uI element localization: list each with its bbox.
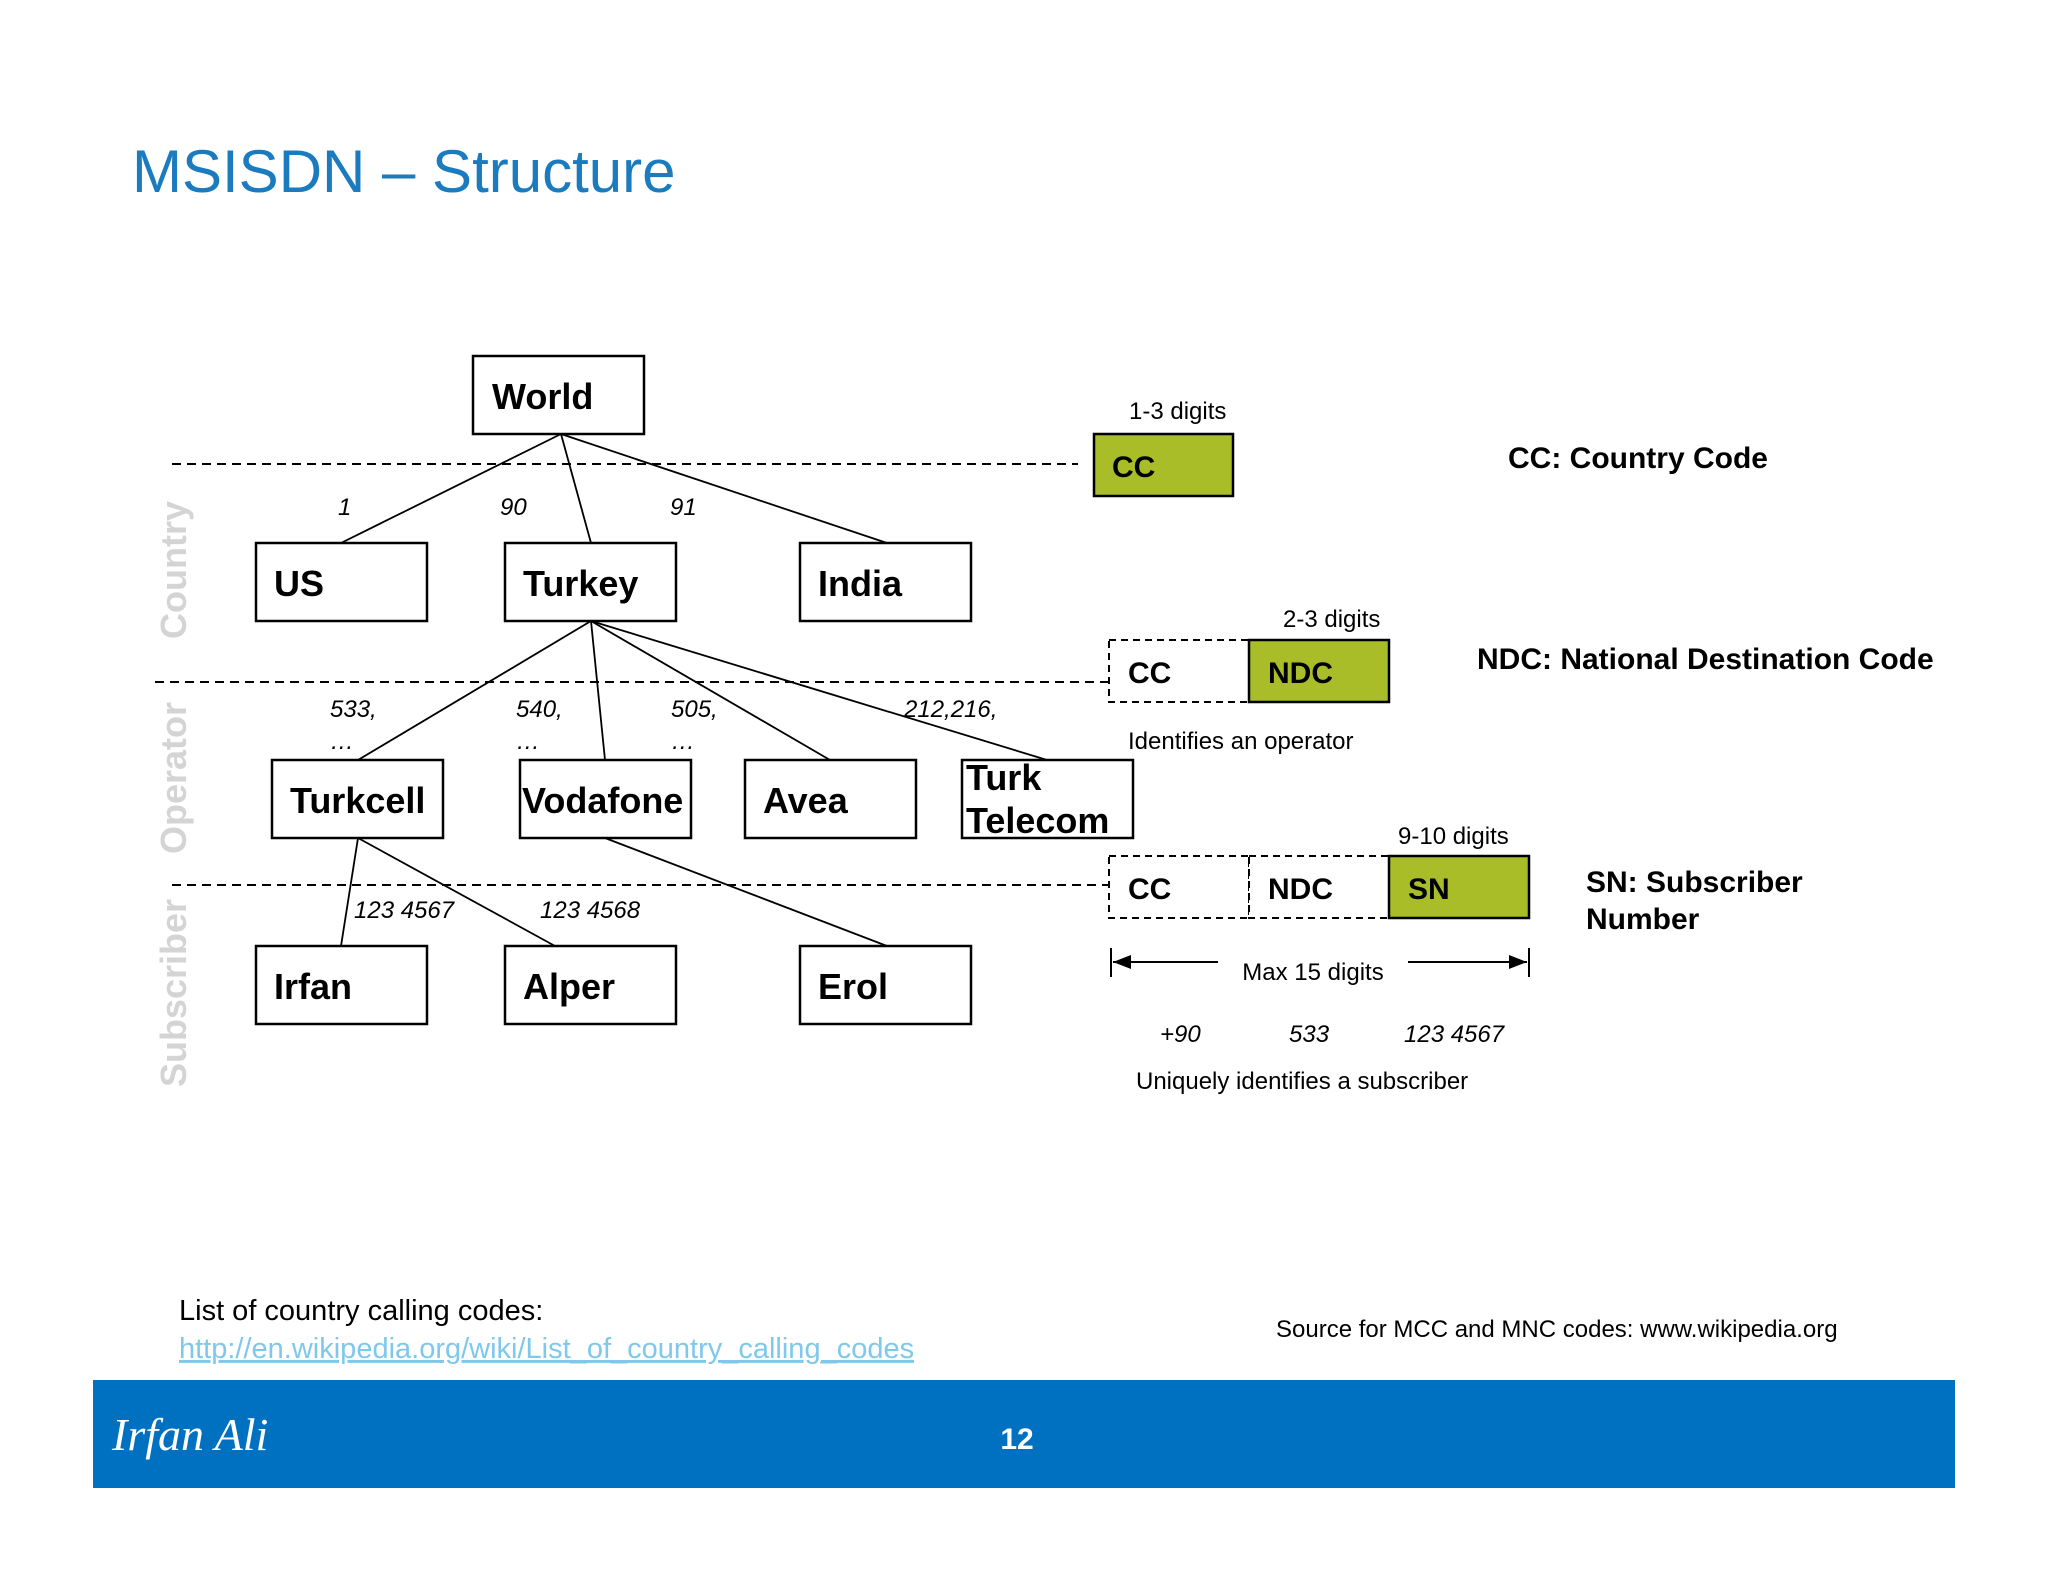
node-irfan: Irfan — [254, 944, 429, 1026]
segment-cc-row2: CC — [1108, 639, 1250, 703]
arrow-left-head-icon — [1113, 955, 1131, 969]
source-note: Source for MCC and MNC codes: www.wikipe… — [1276, 1316, 1838, 1343]
edge-world-us — [340, 433, 562, 544]
node-irfan-label: Irfan — [274, 966, 352, 1007]
country-codes-link[interactable]: http://en.wikipedia.org/wiki/List_of_cou… — [179, 1333, 914, 1365]
node-india: India — [798, 541, 973, 623]
legend-ndc: NDC: National Destination Code — [1477, 643, 1934, 676]
node-turk-telecom: Turk Telecom — [960, 757, 1135, 841]
code-india: 91 — [670, 494, 697, 521]
segment-sn-row3: SN — [1387, 854, 1531, 920]
node-turkcell: Turkcell — [270, 758, 445, 840]
author-name: Irfan Ali — [111, 1409, 268, 1460]
identifies-subscriber-label: Uniquely identifies a subscriber — [1136, 1068, 1468, 1095]
node-alper: Alper — [503, 944, 678, 1026]
segment-cc-row3: CC — [1108, 855, 1250, 919]
identifies-operator-label: Identifies an operator — [1128, 728, 1353, 755]
edge-turkcell-irfan — [340, 837, 359, 947]
node-erol: Erol — [798, 944, 973, 1026]
tree-edges — [340, 433, 1048, 947]
code-turkcell-more: … — [330, 728, 354, 755]
page-number: 12 — [1000, 1423, 1033, 1456]
edge-vodafone-erol — [604, 837, 888, 947]
ndc-digits-label: 2-3 digits — [1283, 606, 1380, 633]
level-label-country: Country — [153, 501, 194, 639]
segment-cc-row2-label: CC — [1128, 657, 1171, 690]
legend-sn-line2: Number — [1586, 903, 1700, 936]
segment-ndc-row2-label: NDC — [1268, 657, 1333, 690]
node-vodafone-label: Vodafone — [522, 780, 683, 821]
cc-digits-label: 1-3 digits — [1129, 398, 1226, 425]
example-cc: +90 — [1160, 1021, 1201, 1048]
node-us: US — [254, 541, 429, 623]
arrow-right-head-icon — [1509, 955, 1527, 969]
node-erol-label: Erol — [818, 966, 888, 1007]
legend-sn-line1: SN: Subscriber — [1586, 866, 1803, 899]
node-vodafone: Vodafone — [518, 758, 693, 840]
node-india-label: India — [818, 563, 903, 604]
code-us: 1 — [338, 494, 351, 521]
code-turkey: 90 — [500, 494, 527, 521]
code-alper: 123 4568 — [540, 897, 641, 924]
edge-turkey-vodafone — [590, 620, 606, 761]
segment-ndc-row3-label: NDC — [1268, 873, 1333, 906]
code-avea-more: … — [671, 728, 695, 755]
code-irfan: 123 4567 — [354, 897, 456, 924]
footer-bar — [93, 1380, 1955, 1488]
slide-title: MSISDN – Structure — [132, 138, 676, 205]
node-avea-label: Avea — [763, 780, 849, 821]
code-turkcell: 533, — [330, 696, 377, 723]
example-ndc: 533 — [1289, 1021, 1330, 1048]
node-world-label: World — [492, 376, 593, 417]
segment-cc-row1: CC — [1092, 432, 1235, 498]
segment-cc-row1-label: CC — [1112, 451, 1155, 484]
node-alper-label: Alper — [523, 966, 615, 1007]
node-turk-telecom-label-line2: Telecom — [966, 800, 1109, 841]
legend-cc: CC: Country Code — [1508, 442, 1768, 475]
node-turkcell-label: Turkcell — [290, 780, 425, 821]
level-label-operator: Operator — [153, 702, 194, 854]
level-label-subscriber: Subscriber — [153, 899, 194, 1087]
code-avea: 505, — [671, 696, 718, 723]
node-us-label: US — [274, 563, 324, 604]
example-sn: 123 4567 — [1404, 1021, 1506, 1048]
code-vodafone: 540, — [516, 696, 563, 723]
segment-sn-row3-label: SN — [1408, 873, 1450, 906]
node-avea: Avea — [743, 758, 918, 840]
code-turktelecom: 212,216, — [903, 696, 997, 723]
edge-turkcell-alper — [357, 837, 556, 947]
edge-turkey-turktelecom — [590, 620, 1048, 761]
country-codes-list-label: List of country calling codes: — [179, 1295, 543, 1327]
node-world: World — [471, 354, 646, 436]
node-turkey-label: Turkey — [523, 563, 638, 604]
segment-cc-row3-label: CC — [1128, 873, 1171, 906]
edge-world-india — [560, 433, 888, 544]
edge-turkey-turkcell — [357, 620, 592, 761]
edge-turkey-avea — [590, 620, 831, 761]
segment-ndc-row3: NDC — [1248, 855, 1390, 919]
max-digits-label: Max 15 digits — [1242, 959, 1383, 986]
edge-world-turkey — [560, 433, 592, 544]
max-digits-arrow — [1110, 948, 1530, 977]
sn-digits-label: 9-10 digits — [1398, 823, 1509, 850]
node-turkey: Turkey — [503, 541, 678, 623]
segment-ndc-row2: NDC — [1247, 638, 1391, 704]
node-turk-telecom-label-line1: Turk — [966, 757, 1042, 798]
code-vodafone-more: … — [516, 728, 540, 755]
